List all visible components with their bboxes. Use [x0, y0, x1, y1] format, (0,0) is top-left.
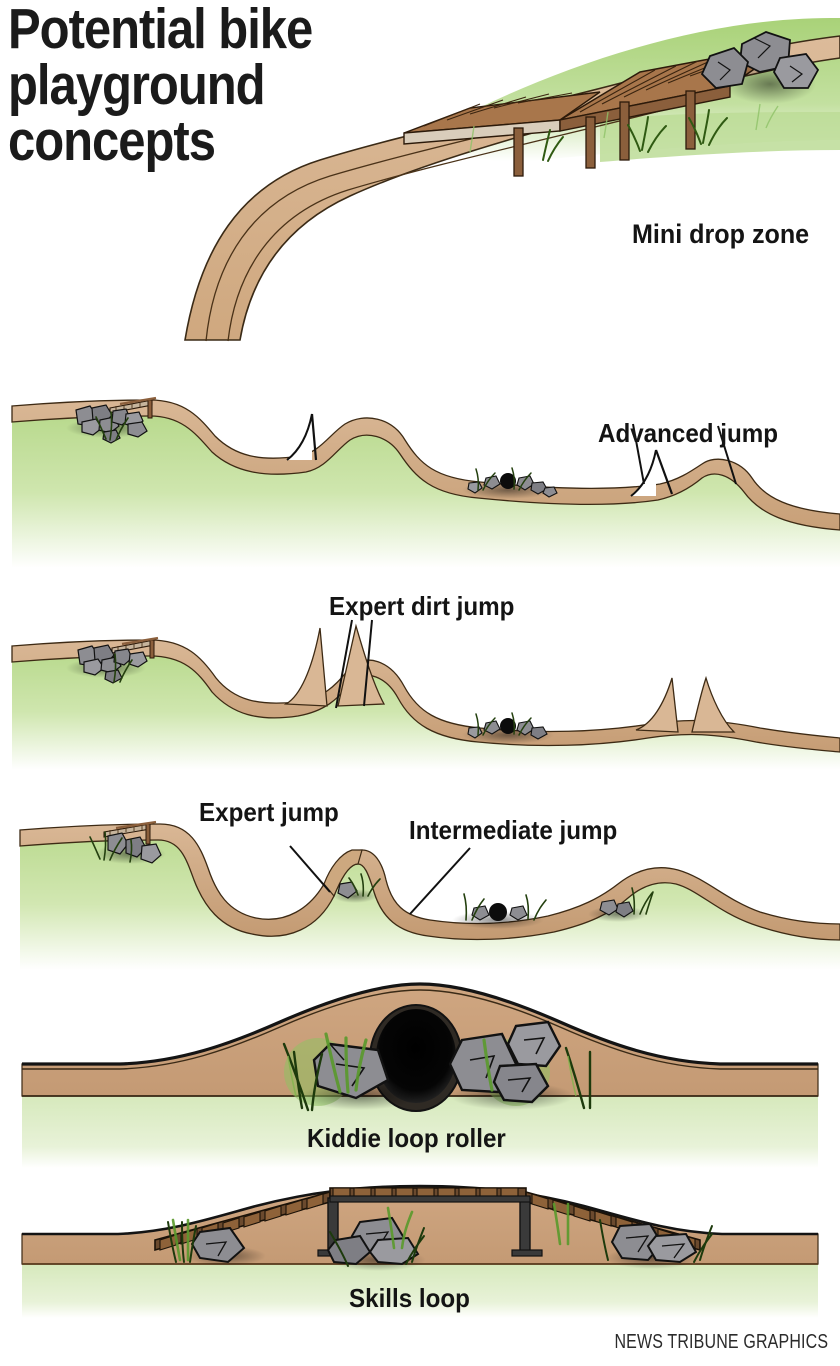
leader-lines-expert-intermediate [289, 845, 471, 915]
rock-grass-mid [452, 893, 547, 929]
boulder-cluster-right [552, 1202, 713, 1269]
page-title: Potential bike playground concepts [8, 0, 369, 173]
panel-kiddie-loop-roller [0, 968, 840, 1168]
rock-grass-mid [462, 467, 558, 499]
berm-contour-2 [227, 109, 665, 342]
label-kiddie-loop-roller: Kiddie loop roller [307, 1123, 506, 1153]
mound-outline-top [22, 982, 818, 1066]
panel-expert-dirt-jump [0, 578, 840, 770]
boardwalk-lower [403, 91, 601, 145]
panel-skills-loop [0, 1168, 840, 1318]
rock-cluster-left [89, 831, 166, 864]
title-line-3: concepts [8, 108, 216, 173]
kicker-jump-right [630, 449, 674, 497]
kicker-jump-mid [286, 413, 318, 461]
label-intermediate-jump: Intermediate jump [409, 815, 618, 845]
panel-expert-intermediate-jump [0, 788, 840, 970]
skills-loop-illustration [21, 1184, 819, 1318]
rock-cluster-left [66, 404, 150, 444]
panel-advanced-jump [0, 378, 840, 568]
grass-tufts [282, 1042, 592, 1112]
leader-lines-advanced [632, 423, 737, 485]
expert-intermediate-jump-illustration [19, 820, 840, 970]
panel-mini-drop-zone [0, 0, 840, 370]
grass-wisps [469, 103, 779, 153]
title-line-1: Potential bike [8, 0, 313, 61]
grass-slope-lower [600, 112, 840, 162]
grass-wisps [287, 1055, 577, 1097]
boulder-cluster-center [326, 1206, 426, 1271]
advanced-jump-illustration [11, 396, 840, 568]
boulder-cluster [700, 31, 820, 104]
grass-band [22, 1264, 818, 1318]
label-expert-jump: Expert jump [199, 797, 339, 827]
rock-grass-mid-left [333, 873, 381, 903]
rock-cluster-left [66, 644, 148, 684]
kiddie-loop-roller-illustration [21, 982, 819, 1168]
title-line-2: playground [8, 52, 266, 117]
label-advanced-jump: Advanced jump [598, 418, 779, 448]
mound-outline [22, 1184, 818, 1236]
grass-body [20, 824, 840, 970]
rock-grass-mid [462, 712, 554, 744]
grass-tufts [542, 109, 728, 162]
boulder-cluster-left [167, 1218, 266, 1266]
label-skills-loop: Skills loop [349, 1283, 470, 1313]
label-expert-dirt-jump: Expert dirt jump [329, 591, 515, 621]
leader-lines-expert-dirt [335, 619, 373, 709]
gap-jump-pair-right [635, 675, 736, 733]
mound-outline-inner [22, 989, 818, 1070]
rock-grass-right [588, 887, 654, 922]
expert-dirt-jump-illustration [11, 619, 840, 770]
wood-ramp-left [103, 820, 157, 845]
grass-blades-green [324, 1032, 494, 1094]
graphics-credit: NEWS TRIBUNE GRAPHICS [614, 1331, 828, 1353]
mini-drop-zone-illustration [184, 18, 840, 342]
gap-jump-pair-mid [283, 623, 386, 707]
label-mini-drop-zone: Mini drop zone [632, 219, 810, 249]
